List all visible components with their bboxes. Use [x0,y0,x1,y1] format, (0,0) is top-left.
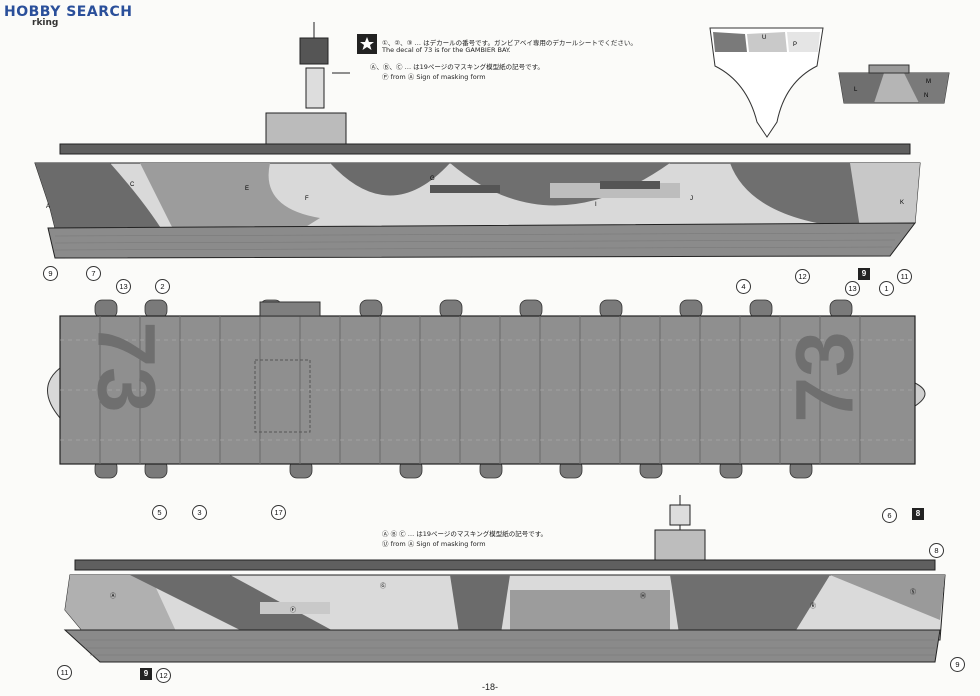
svg-text:A: A [46,204,50,210]
page-number: -18- [481,682,498,692]
callout-decal: 3 [192,505,207,520]
hull-number-stern: 73 [779,331,871,423]
callout-decal: 2 [155,279,170,294]
callout-decal: 13 [845,281,860,296]
mask-note-en: Ⓟ from Ⓐ Sign of masking form [382,73,486,81]
svg-text:E: E [245,186,249,192]
svg-text:U: U [762,35,766,41]
callout-decal: 9 [950,657,965,672]
callout-decal: 6 [882,508,897,523]
lower-mask-note-en: Ⓤ from Ⓐ Sign of masking form [382,540,486,548]
svg-text:Ⓐ: Ⓐ [110,592,116,600]
bow-front-inset: UP [709,27,824,138]
svg-text:F: F [305,196,309,202]
callout-decal: 1 [879,281,894,296]
ship-profile-port: Ⓐ Ⓕ Ⓖ Ⓗ Ⓡ Ⓢ [63,495,946,663]
ship-profile-starboard: A C E F G I J K [34,22,921,259]
flight-deck-plan [47,299,926,479]
callout-decal: 8 [929,543,944,558]
svg-text:G: G [430,176,435,182]
callout-decal: 12 [795,269,810,284]
svg-text:Ⓡ: Ⓡ [810,602,816,610]
callout-decal: 17 [271,505,286,520]
callout-decal: 11 [57,665,72,680]
hull-number-bow: 73 [80,321,172,413]
lower-mask-note-jp: Ⓐ Ⓑ Ⓒ … は19ページのマスキング模型紙の記号です。 [382,530,548,538]
callout-decal: 12 [156,668,171,683]
callout-decal: 11 [897,269,912,284]
svg-text:C: C [130,182,135,188]
callout-decal: 9 [43,266,58,281]
step-badge: 9 [140,668,152,680]
watermark: HOBBY SEARCH rking [4,4,132,28]
svg-text:K: K [900,200,904,206]
step-badge: 9 [858,268,870,280]
callout-decal: 7 [86,266,101,281]
stern-inset: L M N [838,64,950,104]
svg-text:N: N [924,93,928,99]
callout-decal: 4 [736,279,751,294]
svg-text:Ⓖ: Ⓖ [380,582,386,590]
svg-text:Ⓗ: Ⓗ [640,592,646,600]
svg-text:I: I [595,202,597,208]
svg-text:J: J [690,196,693,202]
decal-note-jp: ①、②、③ … はデカールの番号です。ガンビアベイ専用のデカールシートでください… [382,39,637,47]
svg-text:Ⓕ: Ⓕ [290,606,296,614]
step-badge: 8 [912,508,924,520]
star-insignia-icon [357,34,377,59]
svg-text:Ⓢ: Ⓢ [910,588,916,596]
svg-text:L: L [854,87,858,93]
callout-decal: 5 [152,505,167,520]
watermark-logo: HOBBY SEARCH [4,4,133,20]
callout-decal: 13 [116,279,131,294]
mask-note-jp: Ⓐ、Ⓑ、Ⓒ … は19ページのマスキング模型紙の記号です。 [370,63,544,71]
svg-text:M: M [926,79,931,85]
decal-note-en: The decal of 73 is for the GAMBIER BAY. [382,46,511,54]
watermark-subtext: rking [32,18,59,28]
svg-text:P: P [793,42,797,48]
